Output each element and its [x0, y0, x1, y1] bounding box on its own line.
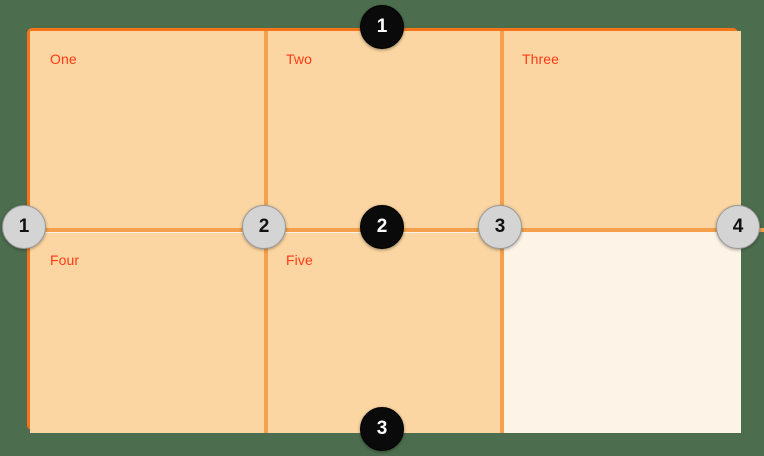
row-handle-2-label: 2 — [376, 216, 388, 237]
column-handle-1[interactable]: 1 — [2, 205, 46, 249]
row-handle-3[interactable]: 3 — [360, 407, 404, 451]
column-handle-2[interactable]: 2 — [242, 205, 286, 249]
grid-cell-five[interactable] — [266, 233, 502, 433]
column-handle-2-label: 2 — [258, 216, 270, 237]
column-handle-3-label: 3 — [494, 216, 506, 237]
row-handle-1[interactable]: 1 — [360, 5, 404, 49]
cell-label-five: Five — [286, 252, 313, 268]
grid-cell-three[interactable] — [502, 31, 741, 230]
grid-cell-two[interactable] — [266, 31, 502, 230]
column-handle-1-label: 1 — [18, 216, 30, 237]
column-handle-4[interactable]: 4 — [716, 205, 760, 249]
grid-cell-empty[interactable] — [502, 233, 741, 433]
cell-label-three: Three — [522, 51, 560, 67]
column-handle-3[interactable]: 3 — [478, 205, 522, 249]
column-handle-4-label: 4 — [732, 216, 744, 237]
grid-cell-four[interactable] — [30, 233, 266, 433]
cell-label-one: One — [50, 51, 77, 67]
row-handle-2[interactable]: 2 — [360, 205, 404, 249]
cell-label-two: Two — [286, 51, 312, 67]
grid-cell-one[interactable] — [30, 31, 266, 230]
cell-label-four: Four — [50, 252, 80, 268]
row-handle-1-label: 1 — [376, 16, 388, 37]
row-handle-3-label: 3 — [376, 418, 388, 439]
